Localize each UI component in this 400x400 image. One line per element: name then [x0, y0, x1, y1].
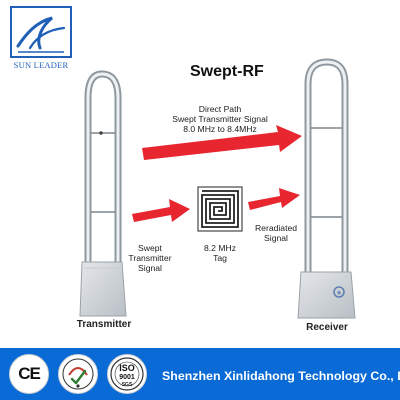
tag-label: 8.2 MHz Tag [190, 243, 250, 263]
direct-path-label: Direct Path Swept Transmitter Signal 8.0… [150, 104, 290, 134]
iso-ring-icon [110, 357, 144, 391]
diagram-title: Swept-RF [190, 63, 264, 80]
sgs-label: SGS [121, 382, 133, 388]
transmitter-antenna [79, 70, 127, 317]
rf-tag-icon [197, 186, 243, 232]
reradiated-line1: Reradiated [254, 223, 298, 233]
swept-signal-line1: Swept [138, 243, 162, 253]
iso-9001-badge: ISO 9001 SGS [107, 354, 147, 394]
swept-signal-line3: Signal [138, 263, 162, 273]
transmitter-label: Transmitter [76, 319, 132, 330]
receiver-label: Receiver [306, 322, 348, 333]
reradiated-line2: Signal [264, 233, 288, 243]
reradiated-arrow [248, 188, 300, 210]
svg-text:◉: ◉ [337, 290, 342, 296]
tag-line1: 8.2 MHz [204, 243, 236, 253]
brand-logo: SUN LEADER [6, 6, 76, 70]
swept-signal-label: Swept Transmitter Signal [120, 243, 180, 273]
receiver-antenna: ◉ [297, 58, 356, 319]
rf-diagram: ◉ [79, 58, 356, 319]
reradiated-label: Reradiated Signal [246, 223, 306, 243]
company-name: Shenzhen Xinlidahong Technology Co., Ltd [162, 369, 400, 383]
iso-number: 9001 [119, 374, 135, 381]
tag-line2: Tag [213, 253, 227, 263]
logo-mark [10, 6, 72, 58]
swept-signal-arrow [132, 199, 190, 222]
direct-path-line3: 8.0 MHz to 8.4MHz [183, 124, 257, 134]
iso-label: ISO [119, 363, 135, 373]
ce-badge: CE [9, 354, 49, 394]
logo-text: SUN LEADER [13, 60, 69, 70]
logo-swoosh-icon [16, 16, 66, 53]
quality-seal-badge [58, 354, 98, 394]
direct-path-arrow [142, 125, 302, 160]
ce-mark: CE [18, 364, 41, 383]
direct-path-line2: Swept Transmitter Signal [172, 114, 268, 124]
quality-seal-icon [62, 358, 94, 390]
swept-signal-line2: Transmitter [128, 253, 172, 263]
direct-path-line1: Direct Path [198, 104, 242, 114]
